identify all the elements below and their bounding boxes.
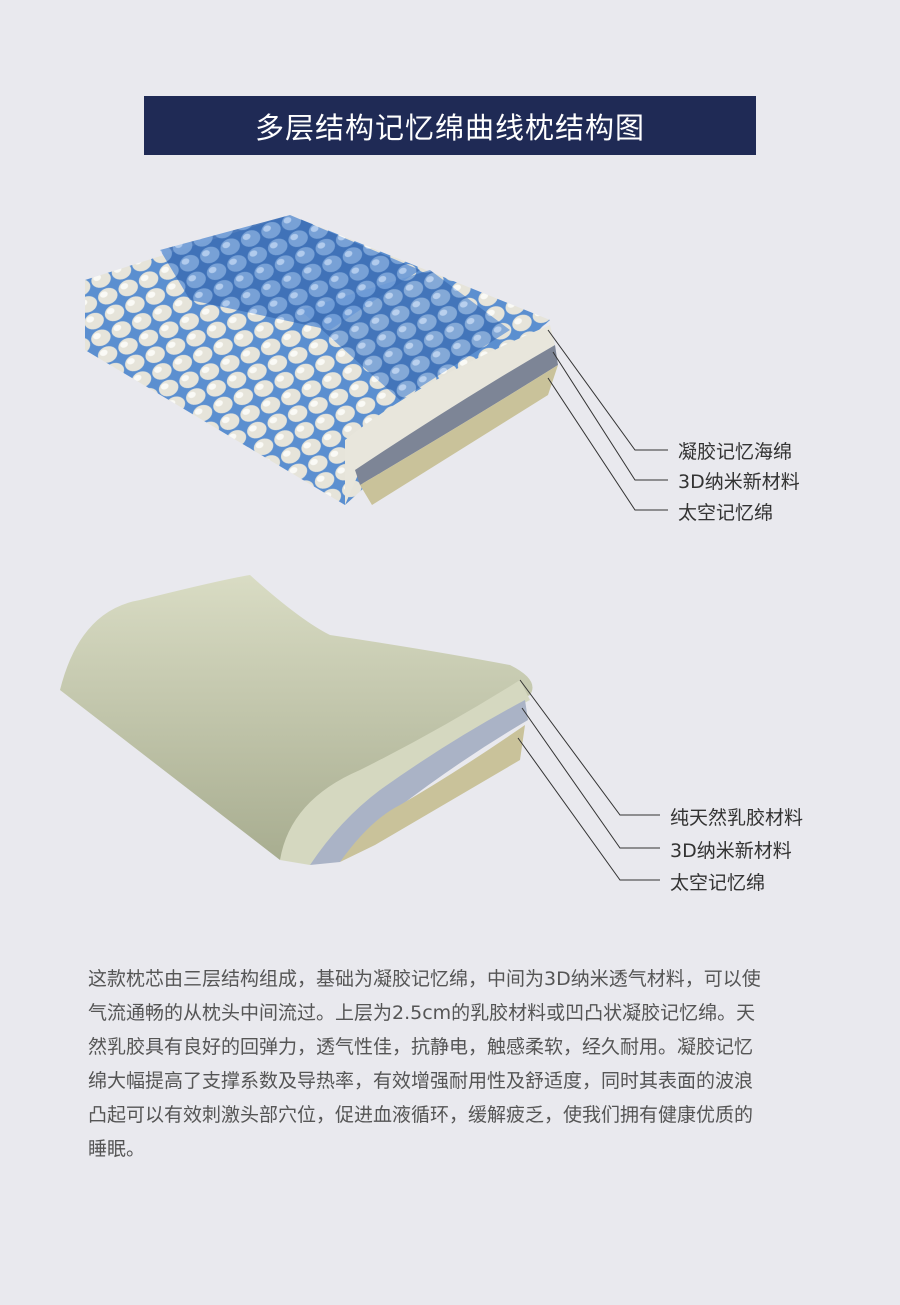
leader-lines	[517, 329, 668, 881]
label-3d-nano-material: 3D纳米新材料	[670, 840, 792, 862]
description-paragraph: 这款枕芯由三层结构组成，基础为凝胶记忆绵，中间为3D纳米透气材料，可以使 气流通…	[88, 962, 838, 1166]
description-line: 睡眠。	[88, 1138, 146, 1160]
description-line: 凸起可以有效刺激头部穴位，促进血液循环，缓解疲乏，使我们拥有健康优质的	[88, 1104, 754, 1126]
label-3d-nano-material: 3D纳米新材料	[678, 471, 800, 493]
description-line: 气流通畅的从枕头中间流过。上层为2.5cm的乳胶材料或凹凸状凝胶记忆绵。天	[88, 1002, 756, 1024]
latex-pillow-illustration	[60, 575, 533, 865]
description-line: 绵大幅提高了支撑系数及导热率，有效增强耐用性及舒适度，同时其表面的波浪	[88, 1070, 754, 1092]
description-line: 这款枕芯由三层结构组成，基础为凝胶记忆绵，中间为3D纳米透气材料，可以使	[88, 968, 761, 990]
gel-memory-pillow-illustration	[85, 215, 558, 505]
label-natural-latex: 纯天然乳胶材料	[670, 807, 804, 829]
label-space-memory-foam: 太空记忆绵	[678, 502, 774, 524]
description-line: 然乳胶具有良好的回弹力，透气性佳，抗静电，触感柔软，经久耐用。凝胶记忆	[88, 1036, 754, 1058]
page-title: 多层结构记忆绵曲线枕结构图	[144, 96, 756, 155]
pillow-illustrations	[60, 215, 668, 881]
label-gel-memory-foam: 凝胶记忆海绵	[678, 441, 793, 463]
label-space-memory-foam: 太空记忆绵	[670, 872, 766, 894]
